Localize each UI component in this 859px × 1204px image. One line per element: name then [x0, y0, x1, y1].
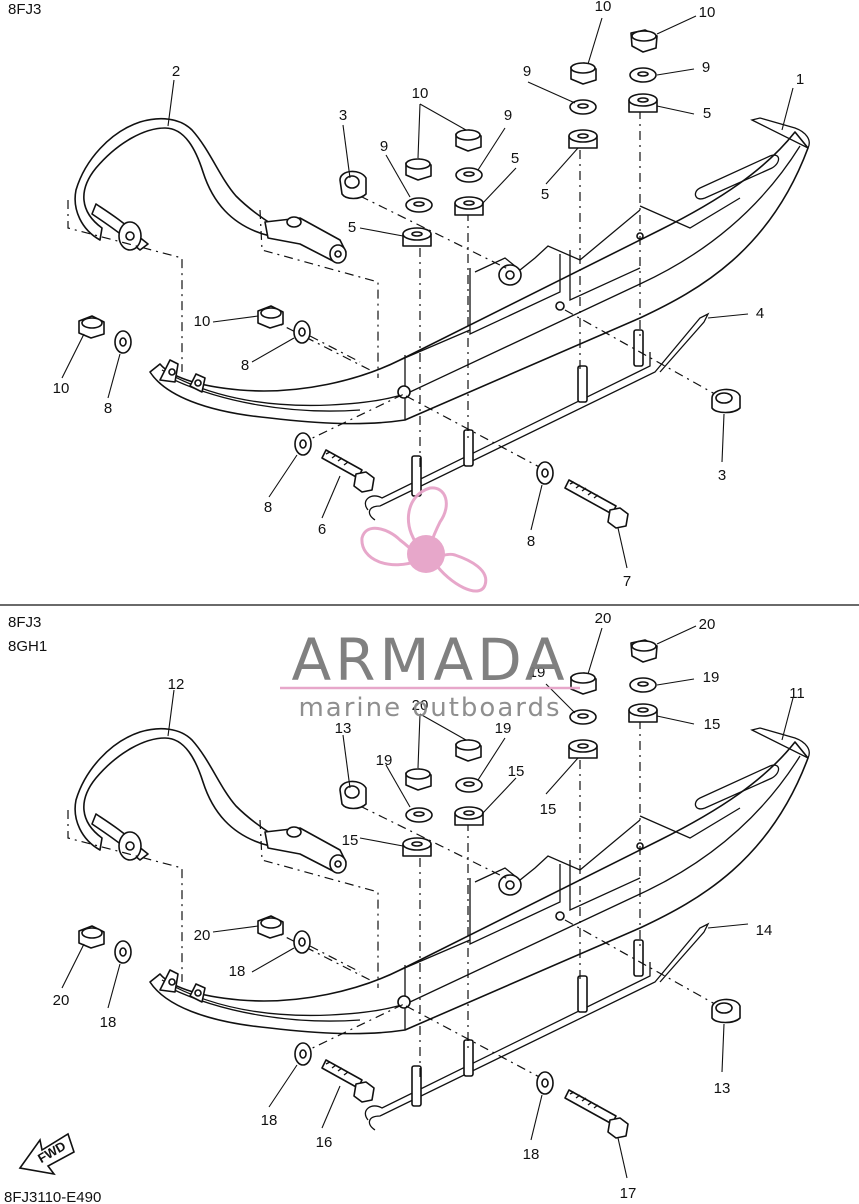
callout-15c: 15: [508, 763, 525, 780]
callout-8b: 8: [241, 357, 249, 374]
callout-8d: 8: [527, 533, 535, 550]
callout-9a: 9: [523, 63, 531, 80]
callout-8c: 8: [264, 499, 272, 516]
callout-2: 2: [172, 63, 180, 80]
callout-19b: 19: [703, 669, 720, 686]
callout-15d: 15: [342, 832, 359, 849]
watermark-title: ARMADA: [291, 626, 568, 694]
callout-8a: 8: [104, 400, 112, 417]
callout-10e: 10: [53, 380, 70, 397]
callout-10d: 10: [194, 313, 211, 330]
callout-11: 11: [789, 685, 805, 702]
callout-20e: 20: [53, 992, 70, 1009]
callout-18a: 18: [100, 1014, 117, 1031]
callout-19a: 19: [529, 664, 546, 681]
callout-19d: 19: [376, 752, 393, 769]
callout-16: 16: [316, 1134, 333, 1151]
leader-lines-top: [61, 15, 794, 569]
callout-9c: 9: [504, 107, 512, 124]
callout-5a: 5: [703, 105, 711, 122]
callout-20b: 20: [699, 616, 716, 633]
callout-15b: 15: [540, 801, 557, 818]
callout-9d: 9: [380, 138, 388, 155]
callout-18b: 18: [229, 963, 246, 980]
callout-12: 12: [168, 676, 185, 693]
callout-17: 17: [620, 1185, 637, 1202]
callout-18d: 18: [523, 1146, 540, 1163]
model-code-top: 8FJ3: [8, 1, 41, 18]
callouts-top: 1 2 3 3 4 5 5 5 5 6 7 8 8 8 8 9 9 9 9 10…: [53, 0, 805, 590]
top-section: [67, 29, 811, 529]
callout-10c: 10: [412, 85, 429, 102]
watermark-subtitle: marine outboards: [298, 693, 561, 723]
callout-7: 7: [623, 573, 631, 590]
callout-13b: 13: [714, 1080, 731, 1097]
callout-5c: 5: [511, 150, 519, 167]
callout-3b: 3: [718, 467, 726, 484]
leader-lines-bottom: [61, 625, 794, 1179]
callouts-bottom: 11 12 13 13 14 15 15 15 15 16 17 18 18 1…: [53, 610, 805, 1202]
callout-15a: 15: [704, 716, 721, 733]
callout-13a: 13: [335, 720, 352, 737]
callout-20a: 20: [595, 610, 612, 627]
callout-9b: 9: [702, 59, 710, 76]
callout-14: 14: [756, 922, 773, 939]
callout-3a: 3: [339, 107, 347, 124]
fwd-arrow-icon: FWD: [18, 1132, 75, 1176]
callout-20d: 20: [194, 927, 211, 944]
callout-1: 1: [796, 71, 804, 88]
callout-10a: 10: [595, 0, 612, 15]
propeller-logo-icon: [360, 486, 488, 593]
callout-10b: 10: [699, 4, 716, 21]
watermark: ARMADA marine outboards: [280, 486, 580, 723]
callout-19c: 19: [495, 720, 512, 737]
ski-assembly-drawing-top: [67, 29, 811, 529]
callout-6: 6: [318, 521, 326, 538]
callout-4: 4: [756, 305, 764, 322]
diagram-code: 8FJ3110-E490: [4, 1189, 101, 1204]
model-code-bottom-2: 8GH1: [8, 638, 47, 655]
callout-18c: 18: [261, 1112, 278, 1129]
callout-20c: 20: [412, 697, 429, 714]
model-code-bottom-1: 8FJ3: [8, 614, 41, 631]
callout-5d: 5: [348, 219, 356, 236]
callout-5b: 5: [541, 186, 549, 203]
